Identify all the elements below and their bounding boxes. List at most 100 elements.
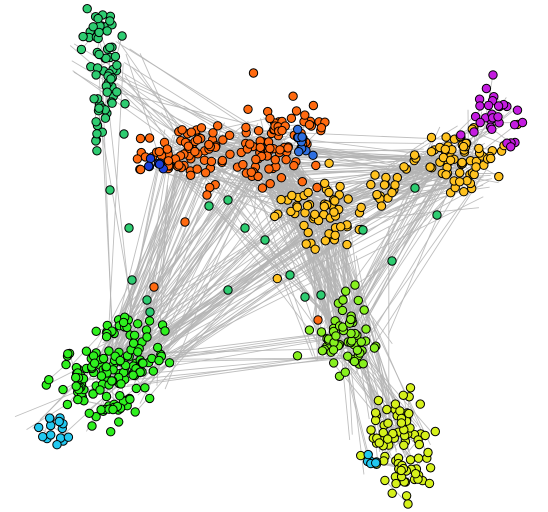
node-orange (291, 106, 302, 116)
node-orange (200, 168, 211, 178)
node-yellow-green (415, 399, 425, 409)
node-magenta (456, 130, 466, 140)
node-orange (174, 160, 184, 170)
node-teal-green-strand (94, 103, 104, 113)
node-yellow-green (380, 475, 390, 486)
node-yellow-green (405, 383, 416, 393)
node-teal-green-strand (358, 225, 368, 235)
node-gold (425, 162, 435, 172)
node-teal-green-strand (127, 275, 137, 285)
edge (141, 335, 335, 363)
node-gold (441, 170, 451, 180)
node-yellow-green (430, 426, 440, 437)
node-bright-green (154, 355, 164, 366)
node-magenta (493, 101, 504, 111)
node-magenta (483, 100, 494, 111)
node-teal-green-strand (204, 201, 214, 211)
node-orange (154, 146, 165, 157)
node-dark-blue (145, 153, 156, 164)
edge (132, 155, 490, 362)
node-yellow-green (405, 455, 416, 465)
node-lime (356, 337, 366, 347)
node-orange (300, 110, 310, 120)
edge (161, 153, 349, 335)
node-bright-green (96, 405, 106, 415)
node-orange (204, 139, 214, 150)
node-magenta (512, 105, 523, 115)
node-bright-green (58, 384, 68, 395)
node-bright-green (144, 316, 155, 326)
node-orange (312, 182, 322, 193)
node-light-blue (63, 432, 74, 442)
node-gold (390, 180, 400, 190)
node-gold (376, 201, 387, 211)
node-bright-green (153, 342, 163, 353)
node-bright-green (128, 338, 139, 348)
node-orange (265, 113, 275, 124)
node-lime (337, 305, 348, 316)
node-teal-green-strand (107, 98, 117, 108)
node-mid-blue (308, 150, 318, 161)
node-gold (440, 144, 450, 155)
node-yellow-green (423, 447, 433, 458)
edge (111, 178, 479, 375)
node-bright-green (63, 349, 73, 359)
node-bright-green (140, 383, 150, 393)
edge (132, 180, 490, 373)
node-teal-green-strand (82, 4, 92, 14)
node-orange (297, 177, 307, 187)
node-orange (238, 159, 248, 170)
node-gold (455, 168, 465, 178)
edge (360, 166, 472, 353)
node-teal-green-strand (105, 185, 115, 195)
edge (161, 170, 460, 370)
node-bright-green (73, 394, 83, 405)
node-yellow-green (420, 430, 430, 441)
edge (346, 162, 451, 330)
node-teal-green-strand (105, 16, 115, 26)
node-lime (329, 358, 339, 368)
edge (104, 176, 198, 369)
node-yellow-green (366, 425, 376, 435)
node-gold (324, 158, 334, 169)
node-orange (183, 141, 194, 151)
node-gold (301, 239, 311, 249)
node-orange (196, 123, 207, 133)
node-yellow-green (370, 408, 381, 418)
edge (363, 354, 434, 434)
node-mid-blue (293, 124, 303, 135)
node-bright-green (87, 421, 97, 431)
edge (127, 356, 356, 381)
node-orange (281, 155, 291, 165)
node-lime (304, 325, 315, 335)
node-yellow-green (396, 418, 407, 428)
node-bright-green (81, 346, 92, 356)
node-bright-green (114, 417, 124, 427)
node-teal-green-strand (92, 146, 102, 156)
node-gold (455, 177, 465, 187)
node-gold (471, 162, 481, 172)
node-teal-green-strand (240, 223, 250, 233)
node-yellow-green (399, 440, 409, 450)
node-lime (316, 327, 327, 337)
node-orange (149, 282, 159, 292)
edge (237, 165, 313, 357)
node-lime (331, 331, 341, 341)
edge (323, 149, 439, 355)
node-yellow-green (383, 434, 393, 444)
node-orange (311, 160, 321, 171)
node-gold (335, 181, 345, 192)
node-bright-green (118, 317, 129, 328)
node-orange (276, 173, 287, 183)
node-light-blue (371, 458, 381, 468)
node-gold (342, 239, 352, 250)
edge (127, 142, 296, 348)
node-teal-green-strand (316, 290, 326, 300)
node-gold (469, 169, 479, 180)
node-teal-green-strand (106, 74, 116, 84)
node-light-blue (38, 432, 48, 442)
node-bright-green (71, 372, 81, 383)
edge (330, 207, 480, 223)
node-bright-green (130, 407, 140, 417)
node-mid-blue (294, 147, 304, 157)
